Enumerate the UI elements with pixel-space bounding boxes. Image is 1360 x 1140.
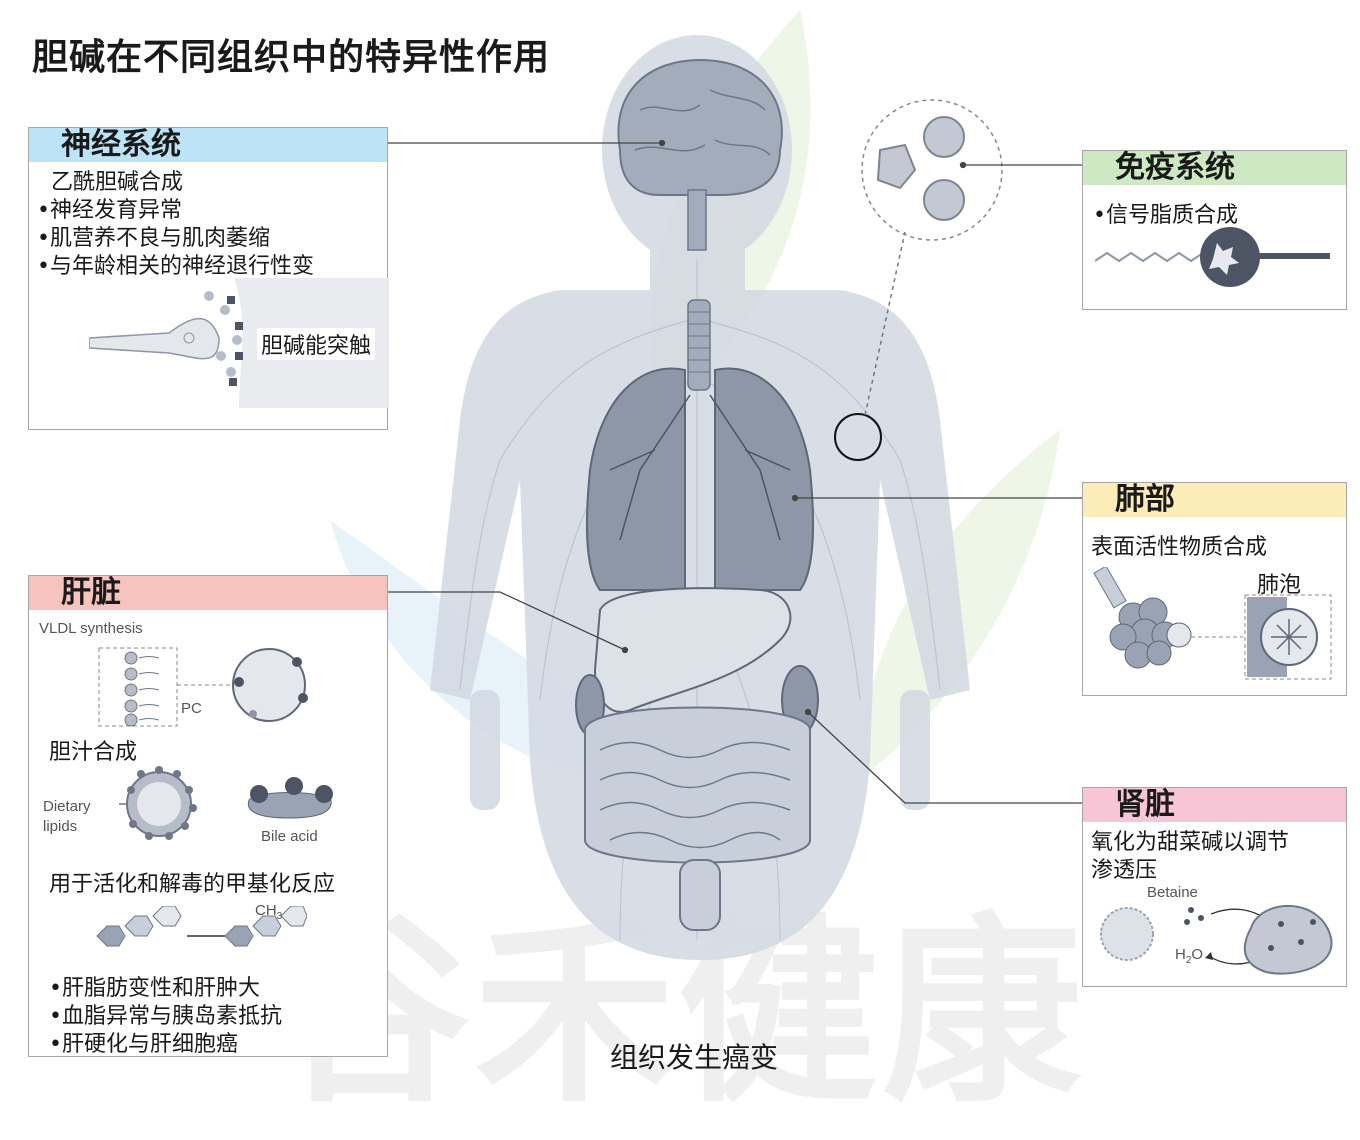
nervous-system-header: 神经系统 — [29, 128, 387, 162]
h2o-o: O — [1191, 946, 1204, 963]
ch3-subscript: 3 — [276, 911, 283, 922]
nervous-line-2: •神经发育异常 — [37, 198, 182, 223]
kidney-header: 肾脏 — [1083, 788, 1346, 822]
trachea-organ — [687, 299, 711, 391]
nervous-line-3: •肌营养不良与肌肉萎缩 — [37, 226, 270, 251]
pc-label: PC — [181, 700, 202, 717]
brain-organ — [617, 58, 783, 251]
lung-line-1: 表面活性物质合成 — [1091, 535, 1268, 560]
liver-line-1: •肝脂肪变性和肝肿大 — [49, 976, 260, 1001]
h2o-subscript: 2 — [1185, 955, 1192, 966]
page-title: 胆碱在不同组织中的特异性作用 — [32, 37, 551, 78]
connector-lines — [388, 139, 1082, 804]
vldl-illustration — [98, 647, 308, 727]
nervous-line-4: •与年龄相关的神经退行性变 — [37, 254, 314, 279]
dietary-label-2: lipids — [43, 818, 78, 835]
methylation-title: 用于活化和解毒的甲基化反应 — [49, 872, 336, 897]
intestines-organ — [584, 706, 811, 931]
ch3-text: CH — [255, 902, 277, 919]
ch3-label: CH3 — [255, 902, 282, 922]
nervous-line-1: 乙酰胆碱合成 — [51, 170, 184, 195]
liver-panel: 肝脏 VLDL synthesis PC 胆汁合成 Dietary lipids… — [28, 575, 388, 1057]
liver-organ — [593, 587, 792, 713]
lung-header: 肺部 — [1083, 483, 1346, 517]
liver-line-3: •肝硬化与肝细胞癌 — [49, 1032, 238, 1057]
bile-illustration — [119, 766, 333, 840]
kidney-line-2: 渗透压 — [1091, 858, 1158, 883]
alveoli-label: 肺泡 — [1257, 573, 1302, 598]
alveoli-illustration — [1093, 567, 1332, 680]
nervous-system-panel: 神经系统 乙酰胆碱合成 •神经发育异常 •肌营养不良与肌肉萎缩 •与年龄相关的神… — [28, 127, 389, 430]
methylation-illustration — [96, 906, 307, 947]
lungs-organ — [586, 367, 814, 591]
betaine-label: Betaine — [1147, 884, 1198, 901]
immune-line-1: •信号脂质合成 — [1093, 203, 1238, 228]
liver-header: 肝脏 — [29, 576, 387, 610]
kidney-panel: 肾脏 氧化为甜菜碱以调节 渗透压 Betaine H2O — [1082, 787, 1347, 987]
vldl-label: VLDL synthesis — [39, 620, 143, 637]
immune-cell-zoom — [834, 99, 1003, 461]
immune-system-header: 免疫系统 — [1083, 151, 1346, 185]
bile-acid-label: Bile acid — [261, 828, 318, 845]
h2o-h: H — [1175, 946, 1186, 963]
tumorigenesis-caption: 组织发生癌变 — [610, 1041, 779, 1074]
dietary-label-1: Dietary — [43, 798, 91, 815]
immune-system-panel: 免疫系统 •信号脂质合成 — [1082, 150, 1347, 310]
human-body-illustration — [330, 10, 1082, 960]
receptor-signal-illustration — [1095, 227, 1330, 287]
liver-line-2: •血脂异常与胰岛素抵抗 — [49, 1004, 282, 1029]
h2o-label: H2O — [1175, 946, 1203, 966]
osmotic-illustration — [1100, 905, 1333, 975]
synapse-label: 胆碱能突触 — [257, 328, 376, 360]
lung-panel: 肺部 表面活性物质合成 肺泡 — [1082, 482, 1347, 696]
bile-synthesis-title: 胆汁合成 — [49, 740, 138, 765]
kidney-line-1: 氧化为甜菜碱以调节 — [1091, 830, 1290, 855]
